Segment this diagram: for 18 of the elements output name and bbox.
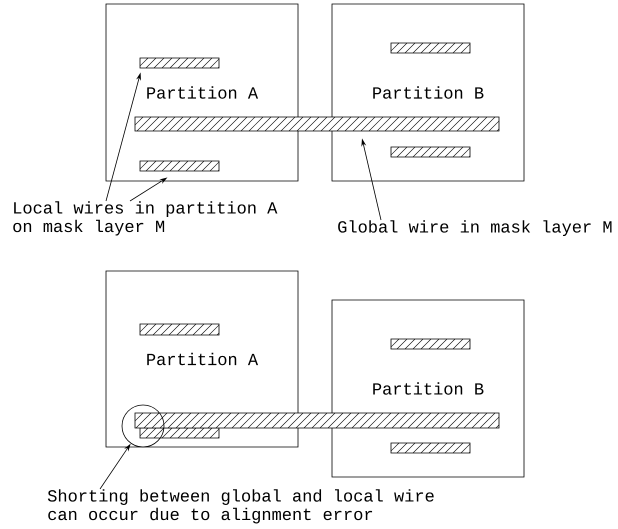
- wire-bar: [390, 42, 470, 54]
- wire-bar: [134, 116, 500, 132]
- wire-bar: [390, 442, 470, 454]
- annotation-text: Local wires in partition A on mask layer M: [13, 201, 278, 236]
- wire-bar: [140, 58, 220, 68]
- partition-box: Partition A: [106, 4, 298, 182]
- partition-box: Partition A: [106, 270, 298, 448]
- wire-bar: [140, 324, 220, 336]
- annotation-text: Shorting between global and local wire can occur due to alignment error: [48, 489, 434, 524]
- wire-bar: [140, 428, 220, 438]
- highlight-circle: [122, 404, 164, 448]
- wire-bar: [140, 160, 220, 172]
- partition-box: Partition B: [332, 300, 524, 478]
- wire-bar: [390, 338, 470, 350]
- annotation-text: Global wire in mask layer M: [338, 220, 612, 236]
- partition-box: Partition B: [332, 4, 524, 182]
- wire-bar: [134, 412, 500, 428]
- wire-bar: [390, 146, 470, 158]
